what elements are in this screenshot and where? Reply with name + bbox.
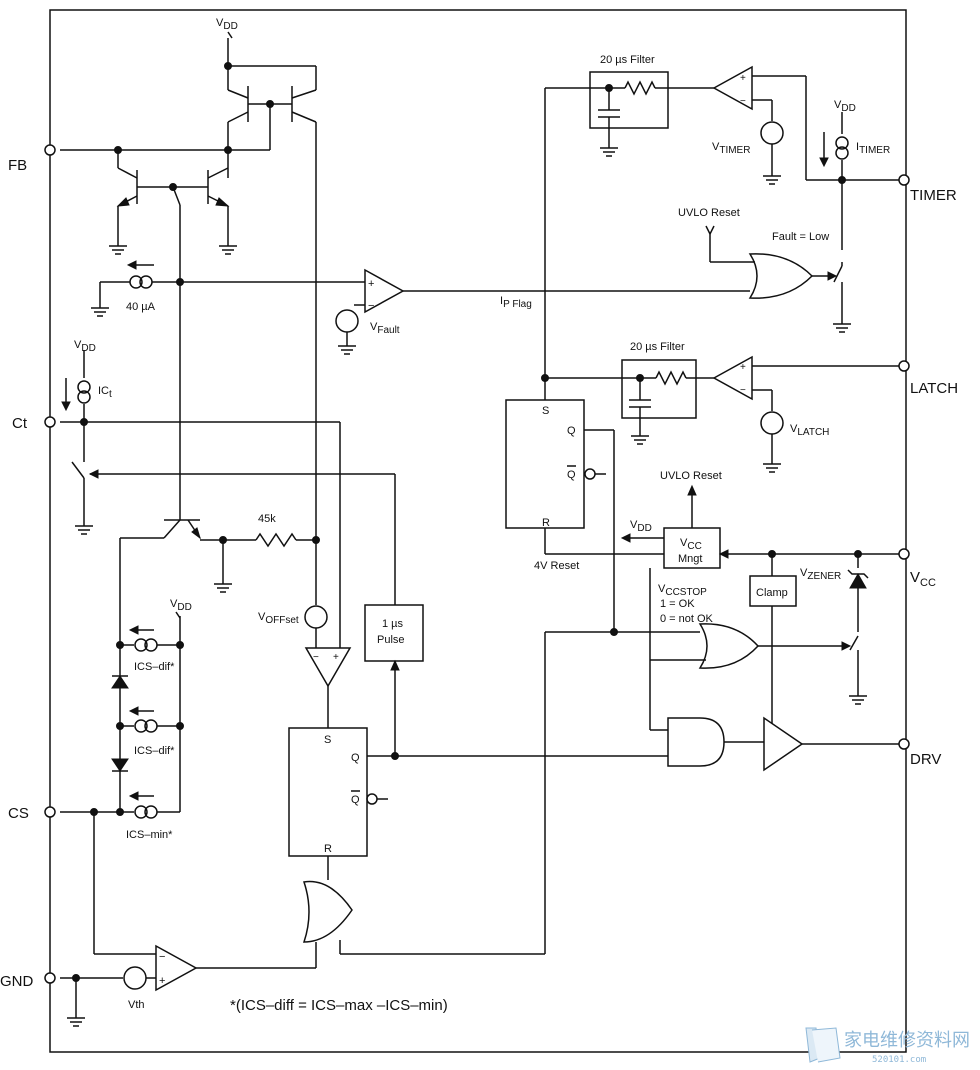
pwm-r: R (324, 843, 332, 855)
latch-plus: + (740, 362, 746, 373)
footnote: *(ICS–diff = ICS–max –ICS–min) (230, 997, 448, 1014)
latch-minus: − (740, 385, 746, 396)
vlatch-label: VLATCH (790, 423, 829, 438)
clamp-label: Clamp (756, 587, 788, 599)
cs-minus: − (159, 951, 165, 963)
uvlo-reset-mid: UVLO Reset (660, 470, 722, 482)
watermark-text: 家电维修资料网 (844, 1030, 970, 1051)
fault-or-gate (705, 225, 838, 299)
vcc-zener (847, 554, 869, 705)
fault-r: R (542, 517, 550, 529)
pwm-qbar: Q (351, 794, 360, 806)
vzener-label: VZENER (800, 567, 841, 582)
vth-label: Vth (128, 999, 145, 1011)
timer-current-source (806, 112, 900, 333)
timer-filter-label: 20 µs Filter (600, 54, 655, 66)
reset-4v-label: 4V Reset (534, 560, 579, 572)
timer-label: TIMER (910, 187, 957, 204)
ics-min-label: ICS–min* (126, 829, 173, 841)
fault-minus: − (368, 300, 374, 312)
ict-label: ICt (98, 385, 112, 400)
pin-fb (44, 144, 56, 156)
latch-filter (541, 355, 900, 473)
vcc-pin-label: VCC (910, 569, 936, 589)
uvlo-reset-top: UVLO Reset (678, 207, 740, 219)
pin-ct (44, 416, 56, 428)
latch-label: LATCH (910, 380, 958, 397)
ct-label: Ct (12, 415, 28, 432)
ct-section (60, 350, 396, 648)
pin-latch (898, 360, 910, 372)
ic-border (49, 9, 907, 1053)
current-source-40ua (90, 260, 370, 317)
ics-dif-2: ICS–dif* (134, 745, 175, 757)
vccstop-label: VCCSTOP (658, 583, 707, 598)
driver-buffer (763, 716, 804, 772)
fault-s: S (542, 405, 549, 417)
pwm-plus: + (333, 652, 339, 663)
clamp-block (749, 575, 797, 607)
pwm-minus: − (313, 652, 319, 663)
pwm-latch (288, 727, 368, 857)
fault-plus: + (368, 278, 374, 290)
latch-filter-label: 20 µs Filter (630, 341, 685, 353)
pin-vcc (898, 548, 910, 560)
pin-cs (44, 806, 56, 818)
gnd-label: GND (0, 973, 34, 990)
cs-label: CS (8, 805, 29, 822)
vcc-mngt-line1: VCC (680, 537, 702, 552)
ipflag-label: IP Flag (500, 295, 532, 310)
pulse-text-1: 1 µs (382, 618, 404, 630)
vdd-label-top: VDD (216, 17, 238, 32)
fb-current-mirror (60, 38, 317, 540)
pwm-s: S (324, 734, 331, 746)
itimer-label: ITIMER (856, 141, 890, 156)
fault-q: Q (567, 425, 576, 437)
timer-minus: − (740, 96, 746, 107)
pin-timer (898, 174, 910, 186)
i40-label: 40 µA (126, 301, 156, 313)
fault-comparator (335, 268, 750, 355)
pulse-text-2: Pulse (377, 634, 405, 646)
fault-latch (505, 399, 585, 529)
r45k-label: 45k (258, 513, 276, 525)
vcc-mngt-block (663, 527, 721, 569)
timer-plus: + (740, 73, 746, 84)
pwm-comparator (304, 647, 352, 728)
pin-gnd (44, 972, 56, 984)
vdd-label-timer: VDD (834, 99, 856, 114)
watermark: 家电维修资料网 520101.com (805, 1027, 970, 1065)
fault-qbar: Q (567, 469, 576, 481)
fb-label: FB (8, 157, 27, 174)
not-ok-label: 0 = not OK (660, 613, 714, 625)
vtimer-label: VTIMER (712, 141, 750, 156)
and-gate (650, 717, 764, 767)
vfault-label: VFault (370, 321, 400, 336)
vdd-label-cs: VDD (170, 598, 192, 613)
drv-label: DRV (910, 751, 941, 768)
cs-sources (60, 611, 184, 955)
output-or-gate (650, 623, 852, 669)
pulse-block (364, 604, 424, 662)
reset-or-gate (196, 632, 546, 969)
cs-plus: + (159, 975, 165, 987)
vdd-label-mngt: VDD (630, 519, 652, 534)
ics-dif-1: ICS–dif* (134, 661, 175, 673)
pin-drv (898, 738, 910, 750)
cs-comparator (60, 944, 198, 1027)
timer-filter (544, 65, 807, 378)
fault-low-label: Fault = Low (772, 231, 829, 243)
vdd-label-ct: VDD (74, 339, 96, 354)
vcc-mngt-line2: Mngt (678, 553, 702, 565)
voffset-label: VOFFset (258, 611, 299, 626)
pwm-q: Q (351, 752, 360, 764)
watermark-url: 520101.com (872, 1055, 926, 1065)
ok-label: 1 = OK (660, 598, 695, 610)
